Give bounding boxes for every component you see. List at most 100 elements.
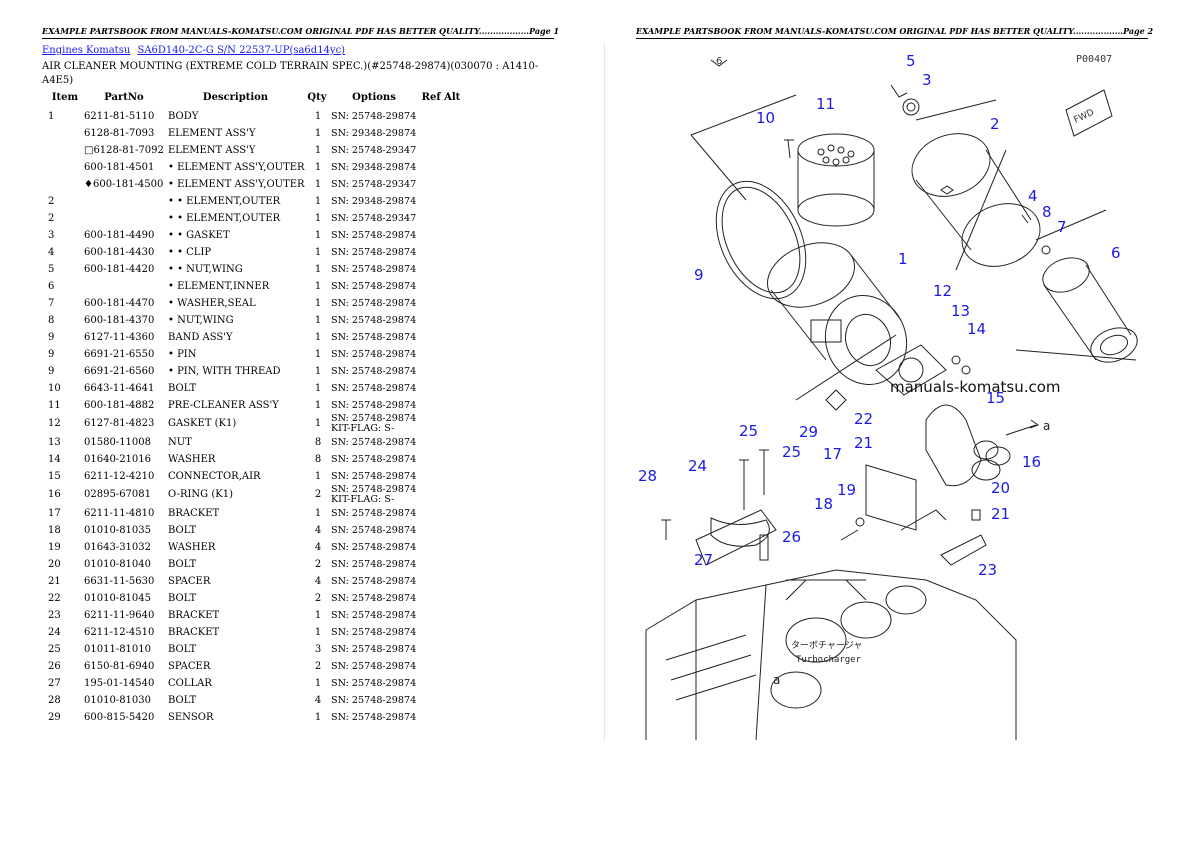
cell-description: • ELEMENT ASS'Y,OUTER (168, 178, 305, 190)
cell-refalt (419, 159, 463, 176)
cell-refalt (419, 451, 463, 468)
cell-refalt (419, 624, 463, 641)
cell-partno: 6211-11-4810 (84, 507, 155, 519)
cell-partno: 01010-81045 (84, 592, 152, 604)
cell-qty: 1 (314, 609, 322, 621)
options-serial: SN: 25748-29874 (331, 470, 417, 482)
page-header-1: EXAMPLE PARTSBOOK FROM MANUALS-KOMATSU.C… (42, 26, 559, 39)
cell-options: SN: 25748-29874 (329, 363, 419, 380)
callout-22: 22 (854, 410, 873, 428)
cell-options: SN: 25748-29874 (329, 244, 419, 261)
cell-refalt (419, 329, 463, 346)
breadcrumb-link-engines[interactable]: Engines Komatsu (42, 45, 131, 56)
cell-item: 19 (48, 541, 61, 553)
callout-24: 24 (688, 457, 707, 475)
callout-29: 29 (799, 423, 818, 441)
breadcrumb: Engines Komatsu SA6D140-2C-G S/N 22537-U… (42, 45, 345, 56)
cell-partno: 01643-31032 (84, 541, 152, 553)
cell-partno: 6211-12-4210 (84, 470, 155, 482)
cell-refalt (419, 125, 463, 142)
cell-qty: 1 (314, 280, 322, 292)
cell-options: SN: 25748-29874 (329, 573, 419, 590)
cell-refalt (419, 556, 463, 573)
options-serial: SN: 25748-29874 (331, 575, 417, 587)
cell-qty: 2 (314, 592, 322, 604)
cell-qty: 1 (314, 365, 322, 377)
cell-options: SN: 25748-29874 (329, 329, 419, 346)
cell-qty: 1 (314, 212, 322, 224)
cell-partno: 600-815-5420 (84, 711, 155, 723)
callout-6: 6 (1111, 244, 1121, 262)
cell-partno: 01011-81010 (84, 643, 152, 655)
options-kit-flag: KIT-FLAG: S- (331, 423, 395, 434)
options-serial: SN: 25748-29874 (331, 592, 417, 604)
title-line-2: A4E5) (42, 74, 74, 86)
cell-qty: 3 (314, 643, 322, 655)
cell-description: BOLT (168, 558, 197, 570)
cell-description: PRE-CLEANER ASS'Y (168, 399, 279, 411)
cell-partno: 600-181-4882 (84, 399, 155, 411)
cell-qty: 1 (314, 178, 322, 190)
cell-item: 8 (48, 314, 55, 326)
options-serial: SN: 25748-29874 (331, 263, 417, 275)
cell-refalt (419, 414, 463, 434)
options-serial: SN: 29348-29874 (331, 161, 417, 173)
callout-25a: 25 (739, 422, 758, 440)
cell-qty: 2 (314, 660, 322, 672)
cell-refalt (419, 108, 463, 125)
options-serial: SN: 25748-29874 (331, 382, 417, 394)
callout-27: 27 (694, 551, 713, 569)
callout-13: 13 (951, 302, 970, 320)
cell-partno: 6631-11-5630 (84, 575, 155, 587)
callout-20: 20 (991, 479, 1010, 497)
fwd-label: FWD (1072, 108, 1095, 126)
cell-qty: 1 (314, 314, 322, 326)
options-serial: SN: 25748-29874 (331, 314, 417, 326)
callout-16: 16 (1022, 453, 1041, 471)
options-serial: SN: 25748-29874 (331, 643, 417, 655)
cell-qty: 1 (314, 127, 322, 139)
cell-item: 13 (48, 436, 61, 448)
cell-description: BRACKET (168, 507, 220, 519)
cell-description: • PIN, WITH THREAD (168, 365, 281, 377)
cell-partno: 6211-12-4510 (84, 626, 155, 638)
cell-item (42, 142, 82, 159)
callout-10: 10 (756, 109, 775, 127)
col-header-options: Options (352, 91, 396, 103)
callout-21b: 21 (991, 505, 1010, 523)
breadcrumb-link-model[interactable]: SA6D140-2C-G S/N 22537-UP(sa6d14yc) (137, 45, 346, 56)
callout-28: 28 (638, 467, 657, 485)
cell-item: 16 (48, 489, 61, 500)
cell-description: NUT (168, 436, 192, 448)
cell-qty: 4 (314, 524, 322, 536)
cell-refalt (419, 607, 463, 624)
cell-description: • • CLIP (168, 246, 212, 258)
cell-options: SN: 25748-29347 (329, 142, 419, 159)
options-serial: SN: 25748-29874 (331, 677, 417, 689)
parts-table: Item PartNo Description Qty Options Ref … (42, 90, 463, 726)
options-serial: SN: 25748-29874 (331, 297, 417, 309)
cell-options: SN: 25748-29874 (329, 607, 419, 624)
cell-options: SN: 25748-29874 (329, 641, 419, 658)
options-serial: SN: 25748-29874 (331, 558, 417, 570)
turbo-label-jp: ターボチャージャ (791, 640, 862, 651)
options-serial: SN: 25748-29874 (331, 399, 417, 411)
cell-qty: 1 (314, 626, 322, 638)
cell-options: SN: 25748-29874 (329, 505, 419, 522)
cell-partno: 6150-81-6940 (84, 660, 155, 672)
cell-options: SN: 25748-29874 (329, 380, 419, 397)
cell-description: • NUT,WING (168, 314, 234, 326)
page-header-2: EXAMPLE PARTSBOOK FROM MANUALS-KOMATSU.C… (636, 26, 1153, 39)
callout-2: 2 (990, 115, 1000, 133)
cell-description: GASKET (K1) (168, 418, 237, 429)
options-serial: SN: 25748-29874 (331, 453, 417, 465)
